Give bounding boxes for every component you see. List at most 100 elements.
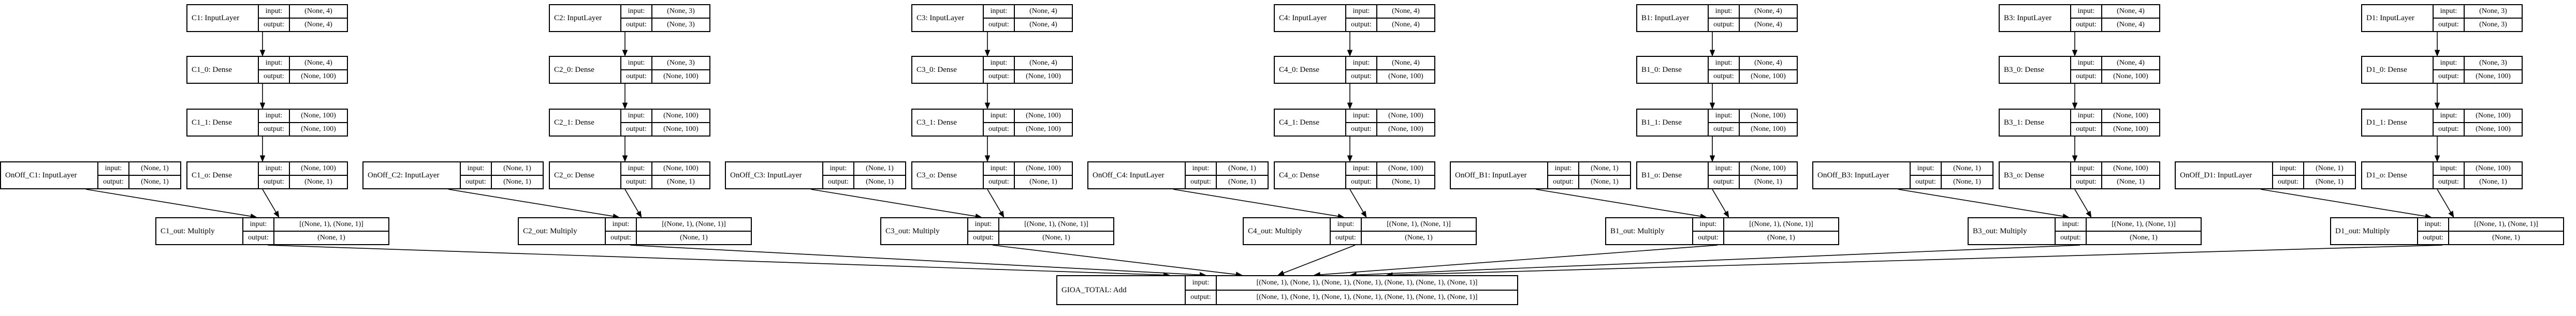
input-row: input:(None, 100): [621, 110, 709, 122]
output-label: output:: [2434, 176, 2465, 188]
input-label: input:: [2434, 57, 2465, 69]
layer-name: C2_1: Dense: [550, 110, 621, 136]
layer-name: B3_o: Dense: [2000, 162, 2071, 188]
edge-B1-0-to-1-head: [1709, 50, 1715, 57]
output-shape: (None, 1): [1392, 178, 1420, 186]
input-shape: (None, 3): [667, 59, 695, 67]
output-shape: (None, 1): [2130, 234, 2158, 242]
edge-B3-out-to-total: [1356, 245, 2080, 276]
layer-name: B3_0: Dense: [2000, 57, 2071, 83]
input-label: input:: [984, 5, 1015, 18]
output-label: output:: [243, 232, 274, 244]
input-row: input:(None, 4): [1346, 57, 1434, 69]
output-label: output:: [259, 70, 290, 83]
input-shape: (None, 100): [1388, 164, 1423, 172]
output-row: output:(None, 1): [1693, 231, 1838, 244]
input-row: input:(None, 100): [2071, 162, 2159, 175]
input-row: input:[(None, 1), (None, 1)]: [243, 218, 388, 231]
edge-C3-2-to-3-head: [984, 155, 991, 162]
input-label: input:: [1186, 276, 1217, 290]
input-row: input:(None, 4): [984, 5, 1072, 18]
output-row: output: (None, 1): [1709, 175, 1797, 188]
edge-C3-onoff-to-out: [810, 189, 976, 217]
input-label: input:: [968, 218, 999, 231]
output-label: output:: [1709, 176, 1740, 188]
edge-C2-dense-to-out-head: [636, 210, 642, 218]
edge-C1-dense-to-out-head: [273, 210, 280, 218]
layer-name: C2_out: Multiply: [519, 218, 606, 244]
layer-name: B1_0: Dense: [1637, 57, 1709, 83]
output-row: output:(None, 1): [461, 175, 543, 188]
input-label: input:: [259, 57, 290, 69]
output-label: output:: [2273, 176, 2304, 188]
edge-C1-onoff-to-out: [85, 189, 251, 217]
output-shape: (None, 1): [2479, 178, 2507, 186]
output-row: output:(None, 1): [259, 175, 347, 188]
layer-name: OnOff_C3: InputLayer: [726, 162, 823, 188]
output-label: output:: [259, 176, 290, 188]
input-row: input:(None, 1): [98, 162, 180, 175]
output-label: output:: [2418, 232, 2449, 244]
edge-B3-0-to-1-head: [2072, 50, 2078, 57]
output-row: output:(None, 1): [1346, 175, 1434, 188]
input-shape: (None, 3): [2479, 59, 2507, 67]
layer-name: C4_out: Multiply: [1244, 218, 1331, 244]
output-label: output:: [984, 176, 1015, 188]
output-row: output:[(None, 1), (None, 1), (None, 1),…: [1186, 290, 1517, 304]
output-row: output:(None, 1): [1186, 175, 1268, 188]
input-shape: [(None, 1), (None, 1)]: [2474, 220, 2538, 228]
output-shape: (None, 100): [2476, 72, 2511, 80]
input-label: input:: [2071, 110, 2102, 122]
layer-name: C3_o: Dense: [912, 162, 984, 188]
edge-C1-out-to-total: [267, 245, 1164, 276]
output-label: output:: [621, 19, 652, 31]
output-shape: (None, 100): [2113, 72, 2148, 80]
input-row: input:[(None, 1), (None, 1)]: [1693, 218, 1838, 231]
output-shape: (None, 100): [663, 125, 698, 133]
layer-name: B1_o: Dense: [1637, 162, 1709, 188]
input-shape: (None, 4): [1754, 7, 1782, 15]
output-row: output:(None, 1): [606, 231, 751, 244]
output-shape: (None, 4): [1029, 21, 1057, 28]
output-shape: (None, 1): [1754, 178, 1782, 186]
output-label: output:: [621, 123, 652, 136]
output-shape: (None, 1): [141, 178, 169, 186]
input-row: input:(None, 1): [1911, 162, 1992, 175]
input-row: input:[(None, 1), (None, 1)]: [606, 218, 751, 231]
output-label: output:: [1709, 123, 1740, 136]
output-row: output:(None, 1): [968, 231, 1113, 244]
input-row: input:[(None, 1), (None, 1)]: [2418, 218, 2563, 231]
output-shape: (None, 100): [1751, 72, 1786, 80]
output-shape: (None, 1): [503, 178, 531, 186]
output-shape: (None, 100): [1026, 72, 1061, 80]
input-shape: (None, 100): [1026, 164, 1061, 172]
layer-name: C3_1: Dense: [912, 110, 984, 136]
input-label: input:: [1186, 162, 1217, 175]
input-shape: (None, 3): [2479, 7, 2507, 15]
input-row: input:(None, 4): [1709, 5, 1797, 18]
input-shape: (None, 4): [304, 59, 332, 67]
input-row: input:(None, 4): [984, 57, 1072, 69]
edge-D1-0-to-1-head: [2434, 50, 2440, 57]
input-shape: (None, 4): [2117, 7, 2145, 15]
layer-name: C3: InputLayer: [912, 5, 984, 31]
input-row: input:[(None, 1), (None, 1)]: [968, 218, 1113, 231]
output-shape: (None, 100): [301, 72, 336, 80]
input-label: input:: [461, 162, 492, 175]
input-label: input:: [259, 5, 290, 18]
edge-C3-0-to-1-head: [984, 50, 991, 57]
input-shape: (None, 100): [301, 112, 336, 119]
input-row: input:(None, 1): [823, 162, 905, 175]
output-label: output:: [1346, 123, 1377, 136]
input-row: input:[(None, 1), (None, 1), (None, 1), …: [1186, 276, 1517, 290]
